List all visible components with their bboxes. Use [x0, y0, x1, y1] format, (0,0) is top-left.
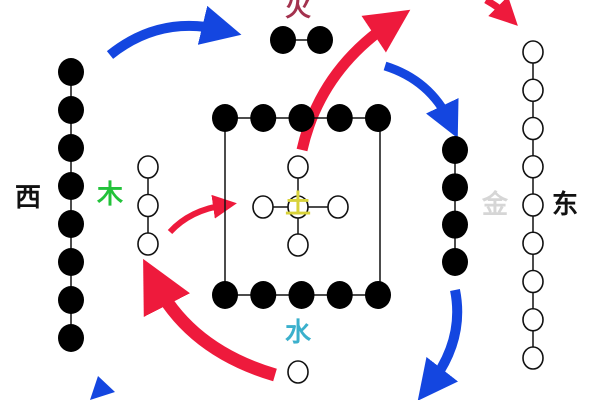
wood-white-dot [137, 232, 159, 256]
label-metal: 金 [481, 189, 509, 220]
blue-arrow-right-top [383, 61, 459, 139]
label-earth: 土 [285, 190, 311, 220]
earth-white-dot [252, 195, 274, 219]
center-top-black-dot [326, 104, 353, 132]
west-black-dot [58, 134, 84, 162]
center-bottom-black-dot [326, 281, 353, 309]
east-white-dot [522, 346, 544, 370]
east-white-dot [522, 307, 544, 332]
blue-arrow-bottom-left [90, 376, 115, 400]
east-white-dot [522, 231, 544, 256]
west-black-dot [58, 172, 84, 200]
east-white-dot [522, 269, 544, 294]
blue-arrow-top-left [106, 5, 242, 59]
east-white-dot [522, 154, 544, 179]
west-black-dot [58, 324, 84, 352]
west-black-dot [58, 96, 84, 124]
west-black-dot [58, 248, 84, 276]
west-black-dot [58, 210, 84, 238]
earth-white-dot [287, 155, 309, 179]
center-bottom-black-dot [288, 281, 315, 309]
label-wood: 木 [96, 180, 123, 210]
metal-black-dot [442, 210, 468, 239]
center-top-black-dot [288, 104, 315, 132]
water-white-dot [287, 360, 309, 384]
label-water: 水 [285, 318, 312, 348]
metal-black-dot [442, 248, 468, 276]
center-bottom-black-dot [250, 281, 277, 309]
east-white-dot [522, 193, 544, 217]
blue-arrow-right-bottom [417, 289, 463, 400]
east-white-dot [522, 116, 544, 141]
label-east: 东 [552, 189, 578, 220]
wood-white-dot [137, 193, 159, 218]
west-black-dot [58, 58, 84, 86]
red-arrow-center-up [296, 9, 411, 152]
center-top-black-dot [365, 104, 391, 132]
label-fire: 火 [285, 0, 311, 23]
fire-black-dot [307, 26, 333, 54]
label-west: 西 [15, 183, 41, 213]
red-arrow-top-right [484, 0, 518, 26]
metal-black-dot [442, 173, 468, 202]
center-bottom-black-dot [365, 281, 391, 309]
east-white-dot [522, 40, 544, 64]
earth-white-dot [287, 233, 309, 257]
metal-black-dot [442, 136, 468, 164]
center-bottom-black-dot [212, 281, 238, 309]
fire-black-dot [270, 26, 296, 54]
center-top-black-dot [250, 104, 277, 132]
wood-white-dot [137, 155, 159, 179]
east-white-dot [522, 78, 544, 103]
red-arrow-wood-to-earth [167, 194, 237, 235]
dots [58, 26, 544, 384]
earth-white-dot [327, 195, 349, 219]
west-black-dot [58, 286, 84, 314]
center-top-black-dot [212, 104, 238, 132]
red-arrow-water-to-wood [143, 258, 277, 382]
earth-white-dot [287, 195, 309, 219]
